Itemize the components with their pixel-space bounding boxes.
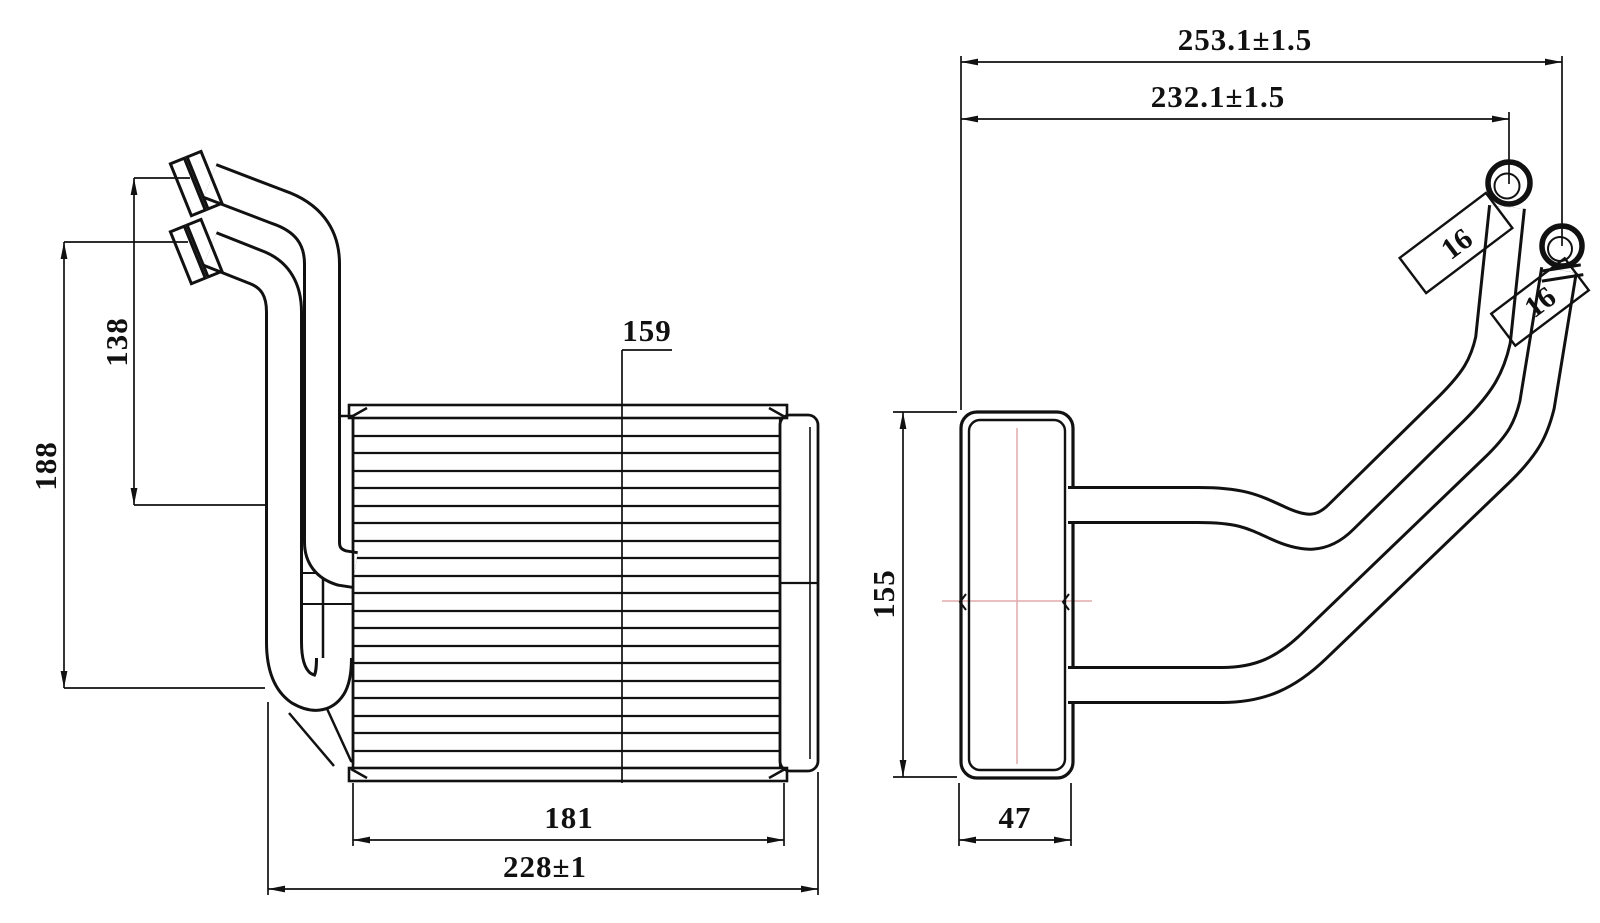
dim-overall-width-label: 228±1 <box>503 849 587 884</box>
side-lower-pipe-bore <box>1068 267 1575 701</box>
dim-lower-pipe-height-label: 188 <box>28 441 63 491</box>
bottom-header-plate <box>347 766 789 783</box>
side-upper-pipe-bore <box>1068 205 1523 548</box>
left-tank-chamfer <box>288 712 335 767</box>
dim-side-height-label: 155 <box>866 569 901 619</box>
side-body-outer <box>959 410 1075 780</box>
fitting-band <box>185 217 224 279</box>
side-body-inner <box>967 418 1067 772</box>
dim-center-leader-label: 159 <box>622 313 672 348</box>
fitting-band <box>168 156 208 218</box>
dim-outer-reach-label: 253.1±1.5 <box>1178 22 1313 57</box>
dim-inner-reach-label: 232.1±1.5 <box>1151 79 1286 114</box>
dimensions: 253.1±1.5 232.1±1.5 155 47 181 228±1 138 <box>28 22 1563 895</box>
upper-pipe-fitting <box>168 149 224 218</box>
fitting-band <box>185 149 224 211</box>
dim-side-depth-label: 47 <box>999 800 1032 835</box>
side-upper-pipe-casing <box>1068 205 1526 551</box>
lower-pipe-bore <box>204 234 350 709</box>
lower-pipe-end-rim <box>1547 236 1573 262</box>
side-pipes <box>1068 205 1578 704</box>
upper-pipe-end-rim <box>1493 172 1521 200</box>
dim-upper-pipe-height-label: 138 <box>99 317 134 367</box>
callout-box <box>1397 191 1515 295</box>
side-wall-notches <box>958 593 1070 611</box>
heater-core-fins <box>351 418 782 768</box>
top-header-plate <box>347 403 789 420</box>
lower-pipe-fitting <box>168 217 224 286</box>
upper-pipe-bore <box>204 166 358 586</box>
right-tank <box>778 413 820 773</box>
fitting-band <box>168 224 208 286</box>
front-view <box>168 149 820 783</box>
dim-core-width-label: 181 <box>544 800 594 835</box>
callout-box <box>1489 256 1591 348</box>
plate-corner-notches <box>350 406 786 780</box>
side-view: 16 16 <box>942 159 1591 780</box>
front-pipes <box>203 163 361 712</box>
